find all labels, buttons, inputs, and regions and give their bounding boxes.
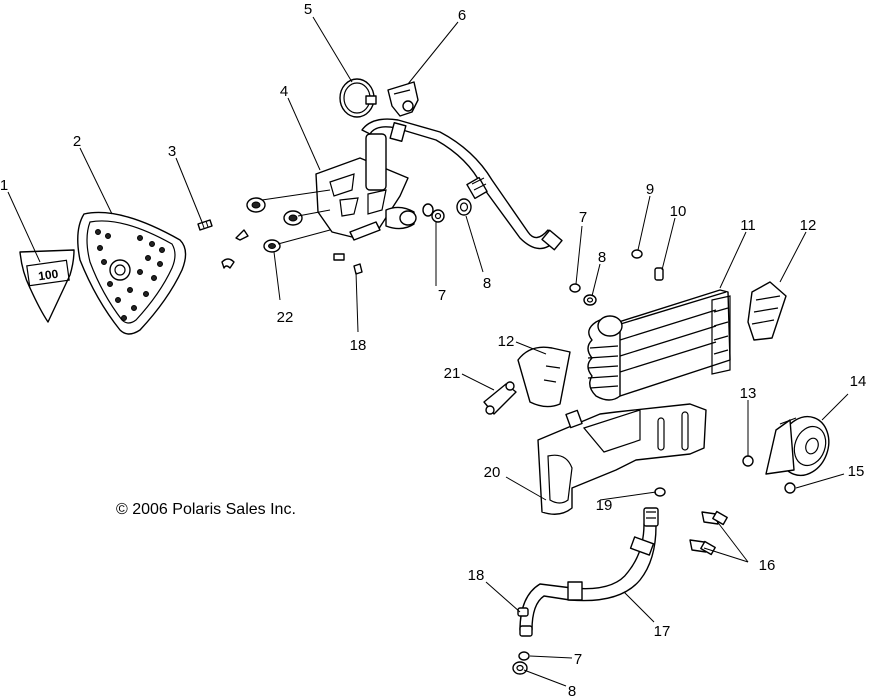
- part-4-bracket: [315, 133, 417, 241]
- part-18-fitting-lower: [517, 607, 533, 637]
- part-12-pad-left: [517, 346, 571, 408]
- part-22-grommets: [246, 197, 303, 253]
- callout-10: 10: [670, 203, 687, 220]
- callout-6: 6: [458, 7, 466, 24]
- callout-7-top: 7: [579, 209, 587, 226]
- callout-2: 2: [73, 133, 81, 150]
- callout-1: 1: [0, 177, 8, 194]
- part-2-front-cover: [77, 211, 187, 335]
- part-12-pad-right: [747, 281, 787, 341]
- part-1-badge: 100: [19, 249, 75, 323]
- part-21-link: [483, 381, 517, 415]
- cooler-fins: [587, 295, 731, 401]
- part-14-horn: [765, 415, 830, 477]
- callout-18-upper: 18: [350, 337, 367, 354]
- washers-lower: [512, 651, 530, 675]
- part-20-bracket: [537, 403, 707, 515]
- hose-upper: [361, 118, 563, 251]
- part-5-clamp: [339, 78, 377, 118]
- callout-5: 5: [304, 1, 312, 18]
- part-6-clip: [387, 81, 419, 117]
- callout-22: 22: [277, 309, 294, 326]
- callout-13: 13: [740, 385, 757, 402]
- callout-12-right: 12: [800, 217, 817, 234]
- callout-20: 20: [484, 464, 501, 481]
- callout-9: 9: [646, 181, 654, 198]
- callout-21: 21: [444, 365, 461, 382]
- washers-top: [422, 198, 597, 306]
- callout-15: 15: [848, 463, 865, 480]
- copyright-text: © 2006 Polaris Sales Inc.: [116, 501, 296, 518]
- callout-7-lower: 7: [574, 651, 582, 668]
- callout-7-mid: 7: [438, 287, 446, 304]
- callout-12-left: 12: [498, 333, 515, 350]
- callout-4: 4: [280, 83, 288, 100]
- leader-lines: [7, 16, 849, 687]
- callout-18-lower: 18: [468, 567, 485, 584]
- clips: [221, 229, 249, 269]
- callout-19: 19: [596, 497, 613, 514]
- part-3-fastener: [197, 219, 213, 231]
- part-17-hose: [519, 507, 659, 631]
- callout-14: 14: [850, 373, 867, 390]
- part-11-oil-cooler: [587, 289, 731, 401]
- cover-holes: [95, 229, 165, 321]
- callout-8-top: 8: [598, 249, 606, 266]
- callout-8-mid: 8: [483, 275, 491, 292]
- callout-8-lower: 8: [568, 683, 576, 699]
- callout-11: 11: [740, 217, 756, 234]
- part-9-nut: [631, 249, 643, 259]
- panel-text: 100: [37, 267, 59, 284]
- callout-17: 17: [654, 623, 671, 640]
- part-18-fitting-upper: [333, 253, 363, 275]
- callout-3: 3: [168, 143, 176, 160]
- part-10-pin: [654, 267, 664, 281]
- callout-16: 16: [759, 557, 776, 574]
- part-13-nut: [742, 455, 754, 467]
- part-19-grommet: [654, 487, 666, 497]
- part-16-bolts: [689, 510, 728, 556]
- part-15-screw: [784, 482, 796, 494]
